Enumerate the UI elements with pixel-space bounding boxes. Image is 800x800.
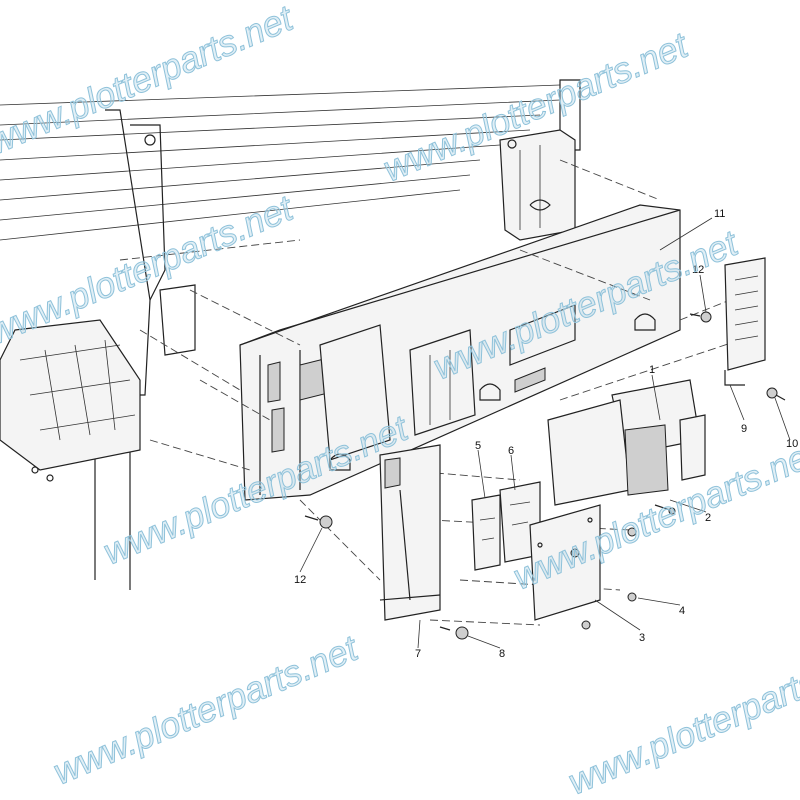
- callout-7: 7: [415, 648, 421, 660]
- callout-labels: 11 12 1 9 10 5 6 2 12 4 3 8 7: [294, 208, 798, 660]
- callout-12: 12: [294, 574, 306, 586]
- callout-1: 1: [649, 364, 655, 376]
- screw-8: [439, 626, 469, 640]
- callout-leaders: [299, 217, 791, 649]
- callout-5: 5: [475, 440, 481, 452]
- callout-10: 10: [786, 438, 798, 450]
- assembly-lines: [119, 159, 741, 626]
- watermark: www.plotterparts.net: [562, 636, 800, 800]
- callout-9: 9: [741, 423, 747, 435]
- screw-10: [766, 387, 786, 401]
- bracket-7: [379, 444, 441, 621]
- screws-4: [570, 527, 637, 630]
- callout-8: 8: [499, 648, 505, 660]
- callout-2: 2: [705, 512, 711, 524]
- callout-3: 3: [639, 632, 645, 644]
- screw-12-right: [689, 311, 712, 323]
- callout-6: 6: [508, 445, 514, 457]
- electronics-enclosure: [239, 204, 681, 501]
- plate-3: [529, 504, 601, 621]
- card-5: [471, 494, 501, 571]
- connector-2: [654, 504, 676, 515]
- watermark: www.plotterparts.net: [0, 0, 300, 162]
- screw-12-left: [304, 515, 333, 529]
- connector-board-1: [547, 379, 706, 506]
- plotter-frame: [0, 79, 581, 590]
- side-cover-9: [724, 257, 766, 386]
- callout-11: 11: [714, 208, 725, 220]
- watermark: www.plotterparts.net: [0, 186, 300, 352]
- watermark: www.plotterparts.net: [47, 626, 365, 792]
- callout-12: 12: [692, 264, 704, 276]
- callout-4: 4: [679, 605, 685, 617]
- upper-bracket: [499, 129, 576, 241]
